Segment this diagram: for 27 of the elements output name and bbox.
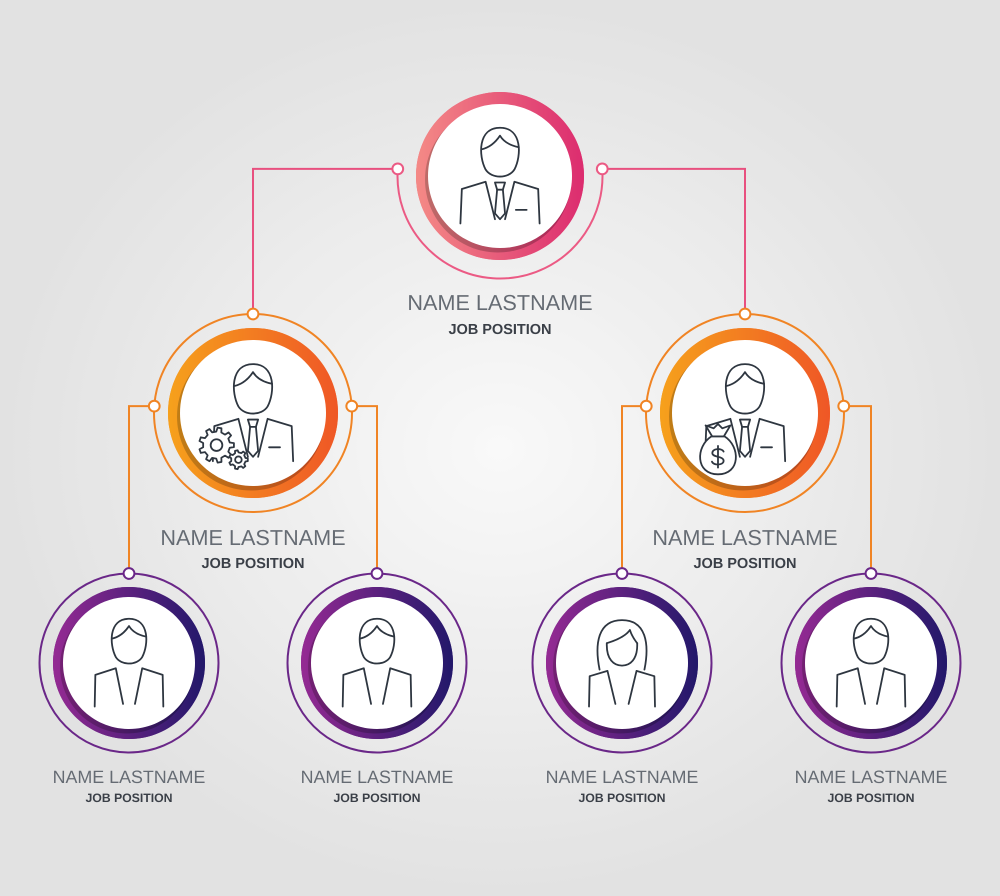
name-text: NAME LASTNAME xyxy=(547,770,698,784)
job-title-text: JOB POSITION xyxy=(694,558,796,568)
connector-line xyxy=(596,162,752,320)
name-text: NAME LASTNAME xyxy=(654,530,837,546)
avatar-circle xyxy=(396,92,604,280)
name-text: NAME LASTNAME xyxy=(302,770,453,784)
job-title-text: JOB POSITION xyxy=(448,324,551,334)
job-title-text: JOB POSITION xyxy=(828,793,914,802)
connector-line xyxy=(345,400,384,580)
avatar-circle xyxy=(645,313,845,513)
name-text: NAME LASTNAME xyxy=(162,530,345,546)
name-text: NAME LASTNAME xyxy=(796,770,947,784)
name-text: NAME LASTNAME xyxy=(54,770,205,784)
connector-line xyxy=(122,400,161,580)
connector-line xyxy=(616,400,653,580)
avatar-circle xyxy=(532,572,712,754)
avatar-circle xyxy=(153,313,353,513)
job-title-text: JOB POSITION xyxy=(202,558,304,568)
avatar-circle xyxy=(286,572,468,754)
avatar-circle xyxy=(38,572,220,754)
job-title-text: JOB POSITION xyxy=(86,793,172,802)
name-text: NAME LASTNAME xyxy=(409,294,592,310)
connector-line xyxy=(837,400,878,580)
job-title-text: JOB POSITION xyxy=(578,793,665,802)
connector-line xyxy=(246,162,404,320)
avatar-circle xyxy=(780,572,962,754)
job-title-text: JOB POSITION xyxy=(334,793,420,802)
